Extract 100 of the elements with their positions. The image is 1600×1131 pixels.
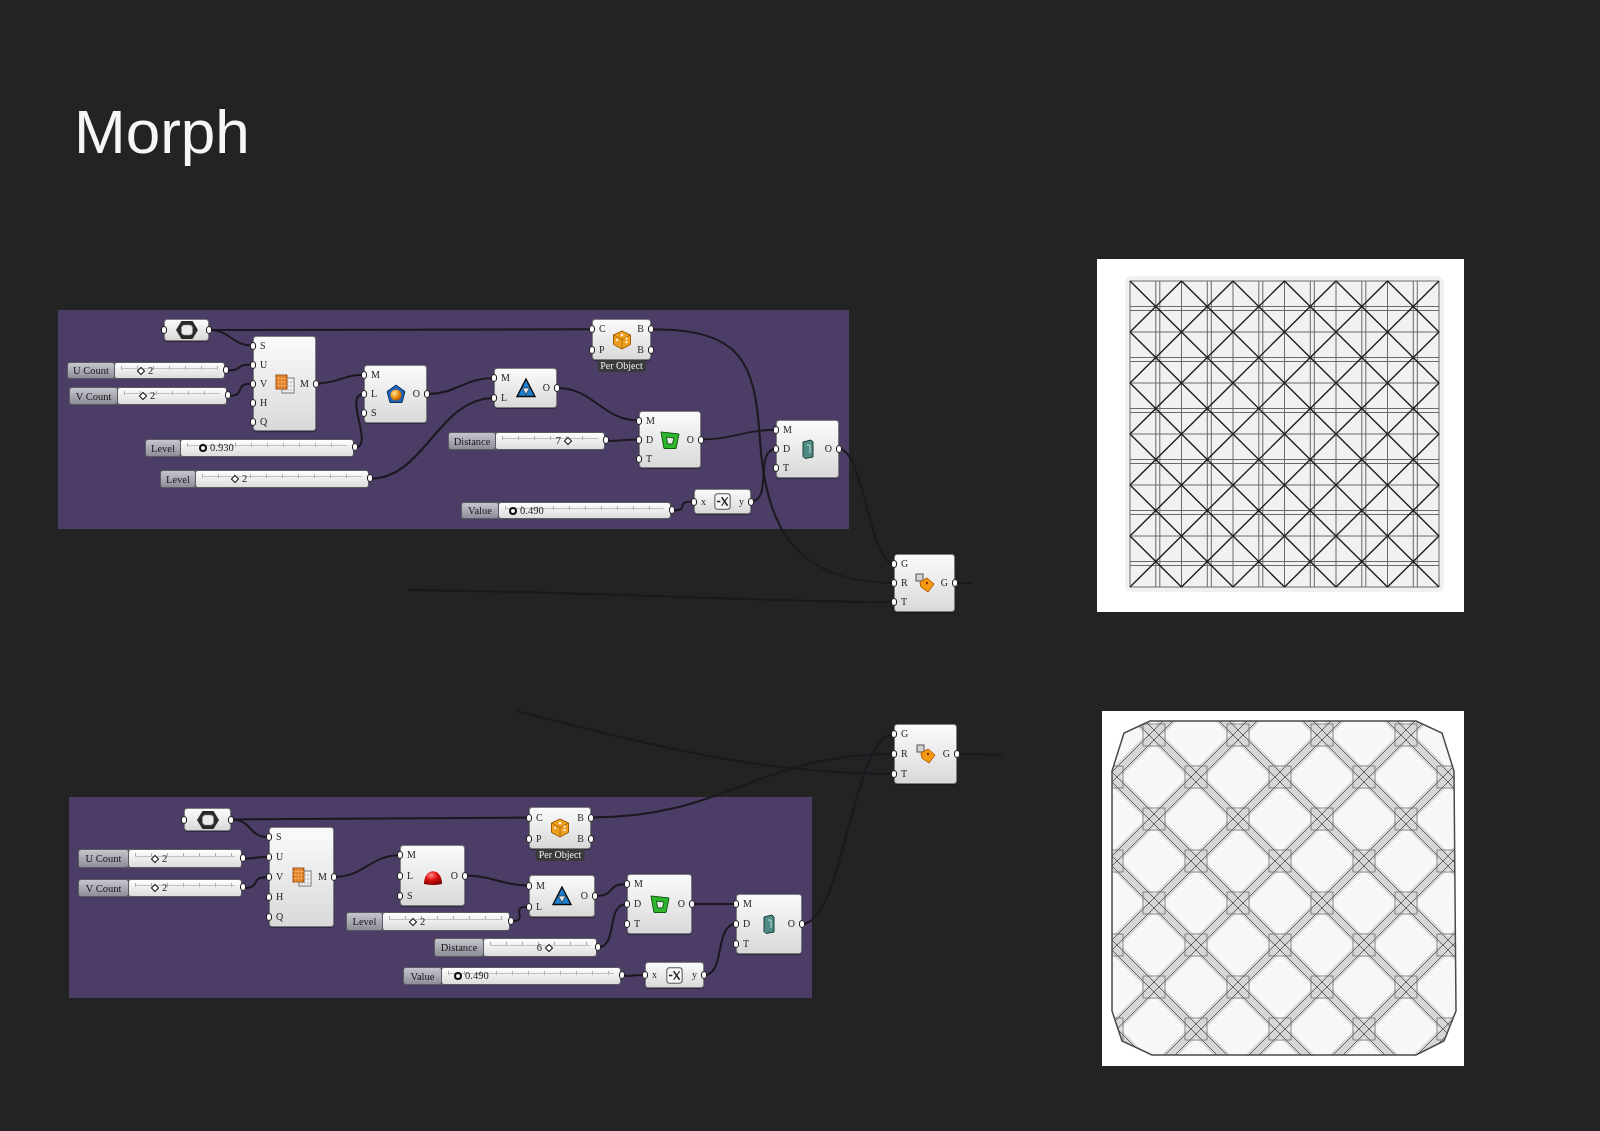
slider-label: Level <box>161 471 195 487</box>
port-label: D <box>783 443 791 455</box>
port-label: U <box>276 851 284 863</box>
port-label: M <box>536 879 545 892</box>
port-label: T <box>634 918 641 930</box>
slider-value: 2 <box>162 882 168 894</box>
slider-label: Value <box>462 503 498 518</box>
port-label: S <box>407 889 413 902</box>
slider-label: Value <box>404 968 441 984</box>
port-label: B <box>577 811 584 824</box>
port-label: L <box>501 392 508 404</box>
parameter-block <box>184 808 231 831</box>
component-block <box>645 962 704 988</box>
port-label: T <box>901 768 908 780</box>
component-block <box>364 365 427 423</box>
component-block <box>627 874 692 934</box>
port-label: M <box>634 878 643 890</box>
port-label: O <box>542 382 550 394</box>
port-label: O <box>677 898 685 910</box>
slider-label: Distance <box>449 433 495 449</box>
group-panel <box>69 797 812 998</box>
port-label: G <box>942 748 950 760</box>
port-label: M <box>743 898 752 910</box>
port-label: V <box>276 871 284 883</box>
port-label: U <box>260 358 268 371</box>
port-label: M <box>646 414 655 427</box>
port-label: y <box>739 495 744 508</box>
slider-value: 2 <box>162 852 168 865</box>
diagram-title: Morph <box>74 98 250 167</box>
component-block <box>529 875 595 917</box>
port-label: L <box>536 900 543 913</box>
component-caption: Per Object <box>535 849 585 861</box>
port-label: V <box>260 377 268 390</box>
slider-value: 7 <box>555 435 561 447</box>
component-block <box>776 420 839 478</box>
port-label: M <box>501 372 510 384</box>
component-caption: Per Object <box>597 360 646 372</box>
component-block <box>894 554 955 612</box>
port-label: B <box>637 343 644 356</box>
wire <box>353 393 365 449</box>
port-label: H <box>260 396 268 409</box>
port-label: S <box>276 831 282 843</box>
port-label: D <box>743 918 751 930</box>
port-label: B <box>577 832 584 845</box>
port-label: G <box>901 728 909 740</box>
port-label: P <box>536 832 542 845</box>
slider-value: 2 <box>420 915 426 928</box>
port-label: B <box>637 323 644 336</box>
slider-label: U Count <box>68 363 114 378</box>
port-label: M <box>300 377 309 390</box>
port-label: D <box>634 898 642 910</box>
component-block <box>736 894 802 954</box>
port-label: R <box>901 577 908 589</box>
component-block <box>253 336 316 431</box>
port-label: Q <box>276 911 284 923</box>
component-block <box>639 411 701 468</box>
port-label: C <box>599 323 606 336</box>
port-label: P <box>599 343 605 356</box>
slider-value: 2 <box>148 364 154 377</box>
port-label: T <box>783 462 790 475</box>
slider-label: Level <box>347 913 382 930</box>
port-label: D <box>646 433 654 446</box>
component-block <box>269 827 334 927</box>
port-label: L <box>371 388 378 400</box>
port-label: O <box>686 433 694 446</box>
port-label: M <box>783 423 792 436</box>
port-label: M <box>318 871 327 883</box>
component-block <box>494 368 557 408</box>
port-label: O <box>412 388 420 400</box>
port-label: T <box>743 938 750 950</box>
slider-label: V Count <box>79 880 128 896</box>
slider-label: U Count <box>79 850 128 867</box>
slider-value: 0.490 <box>520 504 544 517</box>
slider-label: Distance <box>435 939 483 956</box>
slider-label: Level <box>146 440 180 456</box>
port-label: O <box>450 869 458 882</box>
port-label: Q <box>260 415 268 428</box>
port-label: H <box>276 891 284 903</box>
port-label: x <box>701 495 706 508</box>
slider-value: 0.490 <box>465 970 489 982</box>
port-label: T <box>901 596 908 609</box>
slider-label: V Count <box>70 388 117 404</box>
port-label: C <box>536 811 543 824</box>
port-label: x <box>652 969 657 981</box>
component-block <box>694 489 751 514</box>
port-label: S <box>371 407 377 420</box>
slider-value: 2 <box>242 473 248 485</box>
port-label: S <box>260 339 266 352</box>
port-label: O <box>787 918 795 930</box>
parameter-block <box>164 319 209 341</box>
component-block <box>894 724 957 784</box>
slider-value: 0.930 <box>210 442 234 454</box>
port-label: G <box>940 577 948 589</box>
component-block <box>400 845 465 906</box>
port-label: y <box>692 969 697 981</box>
port-label: T <box>646 452 653 465</box>
port-label: R <box>901 748 908 760</box>
group-panel <box>58 310 849 529</box>
slider-value: 2 <box>150 390 156 402</box>
port-label: M <box>371 368 380 381</box>
